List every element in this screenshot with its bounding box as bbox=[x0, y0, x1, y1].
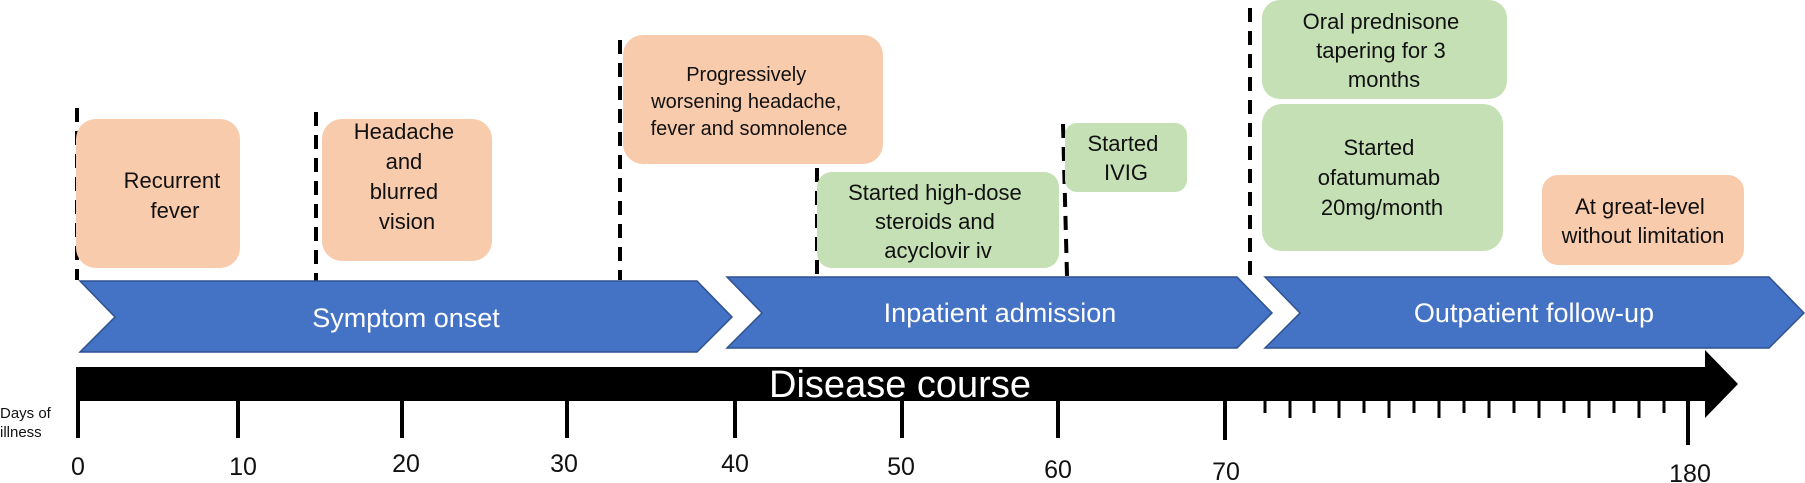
axis-tick-label: 10 bbox=[229, 453, 257, 481]
event-text-recurrent-fever: Recurrent fever bbox=[124, 168, 227, 223]
axis-caption: Days of illness bbox=[0, 405, 55, 441]
phase-label-inpatient: Inpatient admission bbox=[884, 298, 1117, 328]
event-boxes: Recurrent fever Headache and blurred vis… bbox=[76, 0, 1744, 268]
event-text-ofatumumab: Started ofatumumab 20mg/month bbox=[1318, 135, 1446, 220]
axis-tick-label: 30 bbox=[550, 450, 578, 478]
event-box-prednisone bbox=[1262, 0, 1507, 99]
phase-arrows: Symptom onset Inpatient admission Outpat… bbox=[78, 276, 1805, 353]
axis-tick-label: 50 bbox=[887, 453, 915, 481]
event-box-great-level bbox=[1542, 175, 1744, 265]
axis-tick-label: 60 bbox=[1044, 456, 1072, 483]
phase-label-outpatient: Outpatient follow-up bbox=[1414, 298, 1654, 328]
event-text-headache: Headache and blurred vision bbox=[354, 119, 460, 234]
event-text-worsening: Progressively worsening headache, fever … bbox=[650, 64, 847, 140]
phase-arrow-outpatient bbox=[1263, 276, 1805, 349]
event-box-steroids bbox=[817, 172, 1059, 268]
event-text-steroids: Started high-dose steroids and acyclovir… bbox=[848, 180, 1028, 263]
axis-minor-ticks bbox=[1263, 400, 1666, 418]
event-text-ivig: Started IVIG bbox=[1087, 131, 1164, 185]
event-box-recurrent-fever bbox=[76, 119, 240, 268]
event-text-great-level: At great-level without limitation bbox=[1561, 194, 1725, 248]
phase-arrow-symptom-onset bbox=[78, 280, 734, 353]
course-label: Disease course bbox=[769, 364, 1031, 406]
axis-tick-label: 0 bbox=[71, 453, 85, 481]
marker-line-ivig bbox=[1061, 123, 1069, 277]
axis-tick-label: 40 bbox=[721, 450, 749, 478]
event-box-ofatumumab bbox=[1262, 104, 1503, 251]
axis-tick-label: 180 bbox=[1669, 460, 1711, 483]
course-bar bbox=[76, 350, 1738, 418]
disease-course-arrow: Disease course bbox=[76, 350, 1738, 418]
phase-arrow-inpatient bbox=[725, 276, 1274, 349]
axis-ticks bbox=[76, 400, 1690, 445]
axis-tick-label: 70 bbox=[1212, 458, 1240, 483]
event-text-prednisone: Oral prednisone tapering for 3 months bbox=[1303, 9, 1466, 92]
event-box-headache bbox=[322, 119, 492, 261]
phase-label-symptom-onset: Symptom onset bbox=[312, 303, 500, 333]
event-box-worsening bbox=[623, 35, 883, 164]
axis-tick-label: 20 bbox=[392, 450, 420, 478]
axis-tick-labels: 0 10 20 30 40 50 60 70 180 bbox=[71, 450, 1711, 483]
event-box-ivig bbox=[1065, 123, 1187, 192]
